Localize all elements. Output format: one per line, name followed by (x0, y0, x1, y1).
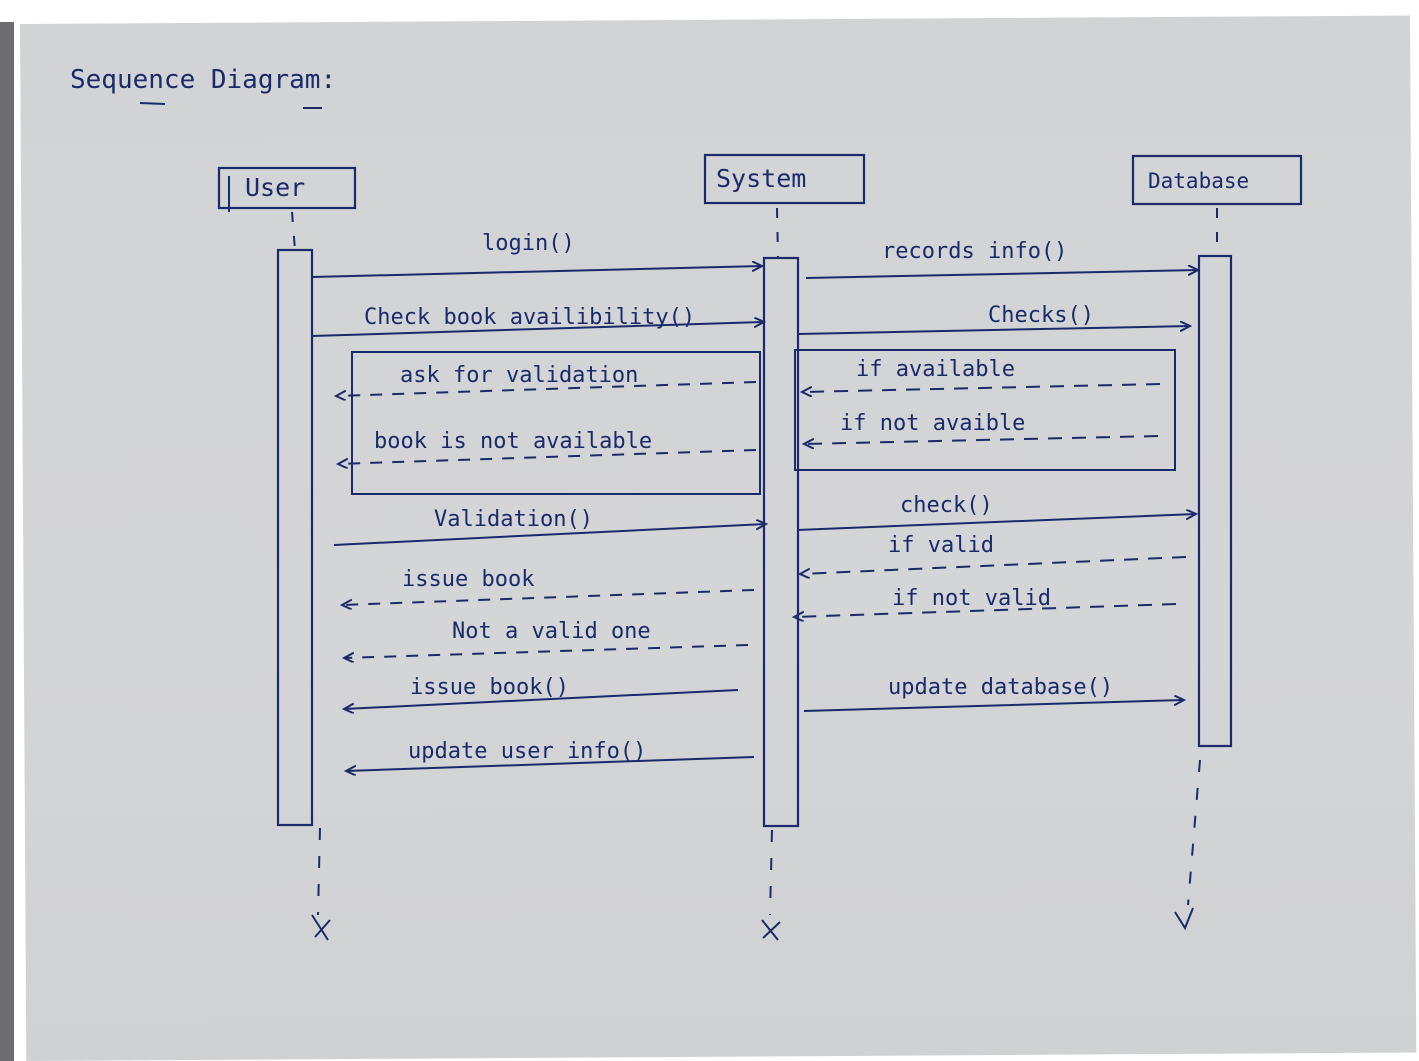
lifeline-system-line (769, 829, 773, 916)
title-underline-mark (139, 102, 166, 105)
message-check-book-availability: Check book availibility() (311, 305, 764, 337)
activation-bar-database (1197, 254, 1233, 748)
message-label: book is not available (374, 429, 652, 454)
message-if-not-available: if not avaible (804, 411, 1159, 444)
message-update-database: update database() (803, 675, 1184, 712)
message-label: ask for validation (400, 363, 638, 388)
message-label: issue book (402, 567, 534, 592)
lifeline-user-line (291, 211, 296, 251)
lifeline-database-header: Database (1131, 154, 1303, 206)
message-label: if available (856, 357, 1015, 382)
message-if-valid: if valid (800, 533, 1187, 574)
lifeline-system-label: System (716, 164, 806, 193)
message-label: issue book() (410, 675, 569, 700)
message-records-info: records info() (805, 239, 1198, 279)
message-label: login() (482, 231, 575, 256)
activation-bar-user (276, 248, 314, 827)
message-label: check() (900, 493, 993, 518)
message-label: Checks() (988, 303, 1094, 328)
message-label: records info() (882, 239, 1067, 264)
message-book-not-available: book is not available (338, 429, 757, 464)
message-label: update database() (888, 675, 1113, 700)
message-label: Not a valid one (452, 619, 651, 644)
message-update-user-info: update user info() (346, 739, 755, 771)
background-edge (0, 22, 14, 1061)
lifeline-system-line (776, 207, 779, 259)
message-check: check() (796, 493, 1196, 531)
lifeline-user-header: User (217, 166, 357, 212)
message-if-not-valid: if not valid (794, 586, 1177, 617)
lifeline-user-label: User (245, 173, 305, 202)
lifeline-database-line (1187, 759, 1201, 906)
lifeline-system-header: System (703, 153, 866, 205)
message-label: update user info() (408, 739, 646, 764)
message-not-a-valid-one: Not a valid one (344, 619, 749, 658)
message-login: login() (311, 231, 762, 278)
message-label: if not avaible (840, 411, 1025, 436)
activation-bar-system (762, 256, 800, 828)
message-issue-book-call: issue book() (344, 675, 739, 709)
destroy-marker-system (761, 919, 781, 941)
message-checks: Checks() (797, 303, 1190, 335)
message-if-available: if available (802, 357, 1161, 392)
destroy-marker-user (311, 914, 331, 941)
destroy-marker-database (1174, 907, 1194, 931)
message-issue-book-reply: issue book (342, 567, 755, 605)
message-label: Validation() (434, 507, 593, 532)
message-label: if valid (888, 533, 994, 558)
message-ask-for-validation: ask for validation (336, 363, 757, 396)
message-validation: Validation() (333, 507, 766, 546)
alt-frame-system-database (794, 349, 1176, 471)
alt-frame-user-system (351, 351, 761, 495)
lifeline-database-label: Database (1148, 169, 1249, 193)
diagram-title: Sequence Diagram: (70, 65, 336, 95)
message-label: Check book availibility() (364, 305, 695, 330)
message-label: if not valid (892, 586, 1051, 611)
lifeline-user-line (317, 827, 321, 916)
